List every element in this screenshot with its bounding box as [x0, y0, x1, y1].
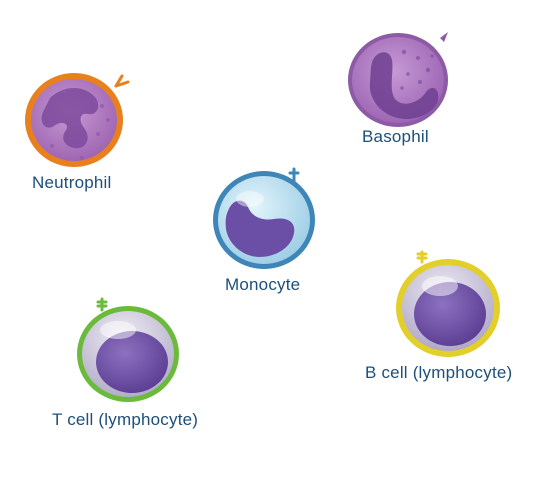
monocyte-cell	[210, 163, 322, 273]
label-basophil: Basophil	[362, 127, 429, 146]
label-neutrophil: Neutrophil	[32, 173, 112, 192]
label-t-cell: T cell (lymphocyte)	[52, 410, 199, 429]
t-cell	[74, 296, 186, 406]
basophil-cell	[344, 28, 462, 130]
label-b-cell: B cell (lymphocyte)	[365, 363, 513, 382]
b-cell	[392, 248, 504, 360]
neutrophil-cell	[22, 68, 140, 170]
label-monocyte: Monocyte	[225, 275, 301, 294]
